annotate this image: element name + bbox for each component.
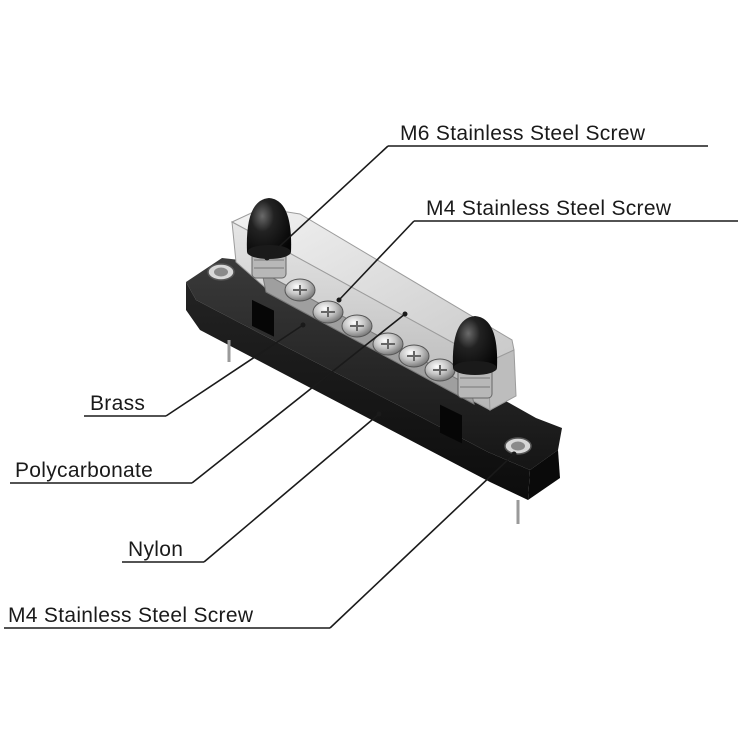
terminal-screw[interactable] <box>341 314 373 338</box>
m6-stud-right[interactable] <box>452 316 498 399</box>
mounting-hole-left-inner <box>214 267 228 277</box>
nylon-base-front <box>186 282 530 500</box>
callout-nylon: Nylon <box>122 411 382 563</box>
nylon-slot-right <box>440 404 462 444</box>
terminal-screw[interactable] <box>284 278 316 302</box>
callout-polycarbonate: Polycarbonate <box>10 311 408 484</box>
terminal-screw[interactable] <box>398 344 430 368</box>
callout-m4-screw-top-label: M4 Stainless Steel Screw <box>426 197 672 220</box>
terminal-cap-icon <box>246 198 292 258</box>
callout-m4-screw-bottom: M4 Stainless Steel Screw <box>4 451 517 629</box>
nylon-slot-left <box>252 299 274 337</box>
callout-m4-screw-top: M4 Stainless Steel Screw <box>336 197 738 303</box>
nylon-base-top <box>186 258 562 470</box>
nylon-base-end <box>528 450 560 500</box>
terminal-cap-icon <box>452 316 498 374</box>
terminal-screw[interactable] <box>372 332 404 356</box>
m6-stud-left[interactable] <box>246 198 292 279</box>
nylon-base <box>186 258 562 524</box>
terminal-screws <box>284 278 456 382</box>
callout-polycarbonate-label: Polycarbonate <box>15 459 153 482</box>
callout-brass-label: Brass <box>90 392 145 415</box>
callout-nylon-label: Nylon <box>128 538 183 561</box>
callout-m4-screw-bottom-label: M4 Stainless Steel Screw <box>8 604 254 627</box>
callout-m6-screw: M6 Stainless Steel Screw <box>264 122 708 261</box>
callout-m6-screw-label: M6 Stainless Steel Screw <box>400 122 646 145</box>
mounting-hole-right-inner <box>511 441 525 451</box>
terminal-screw[interactable] <box>424 358 456 382</box>
terminal-screw[interactable] <box>312 300 344 324</box>
callout-brass: Brass <box>84 322 306 417</box>
